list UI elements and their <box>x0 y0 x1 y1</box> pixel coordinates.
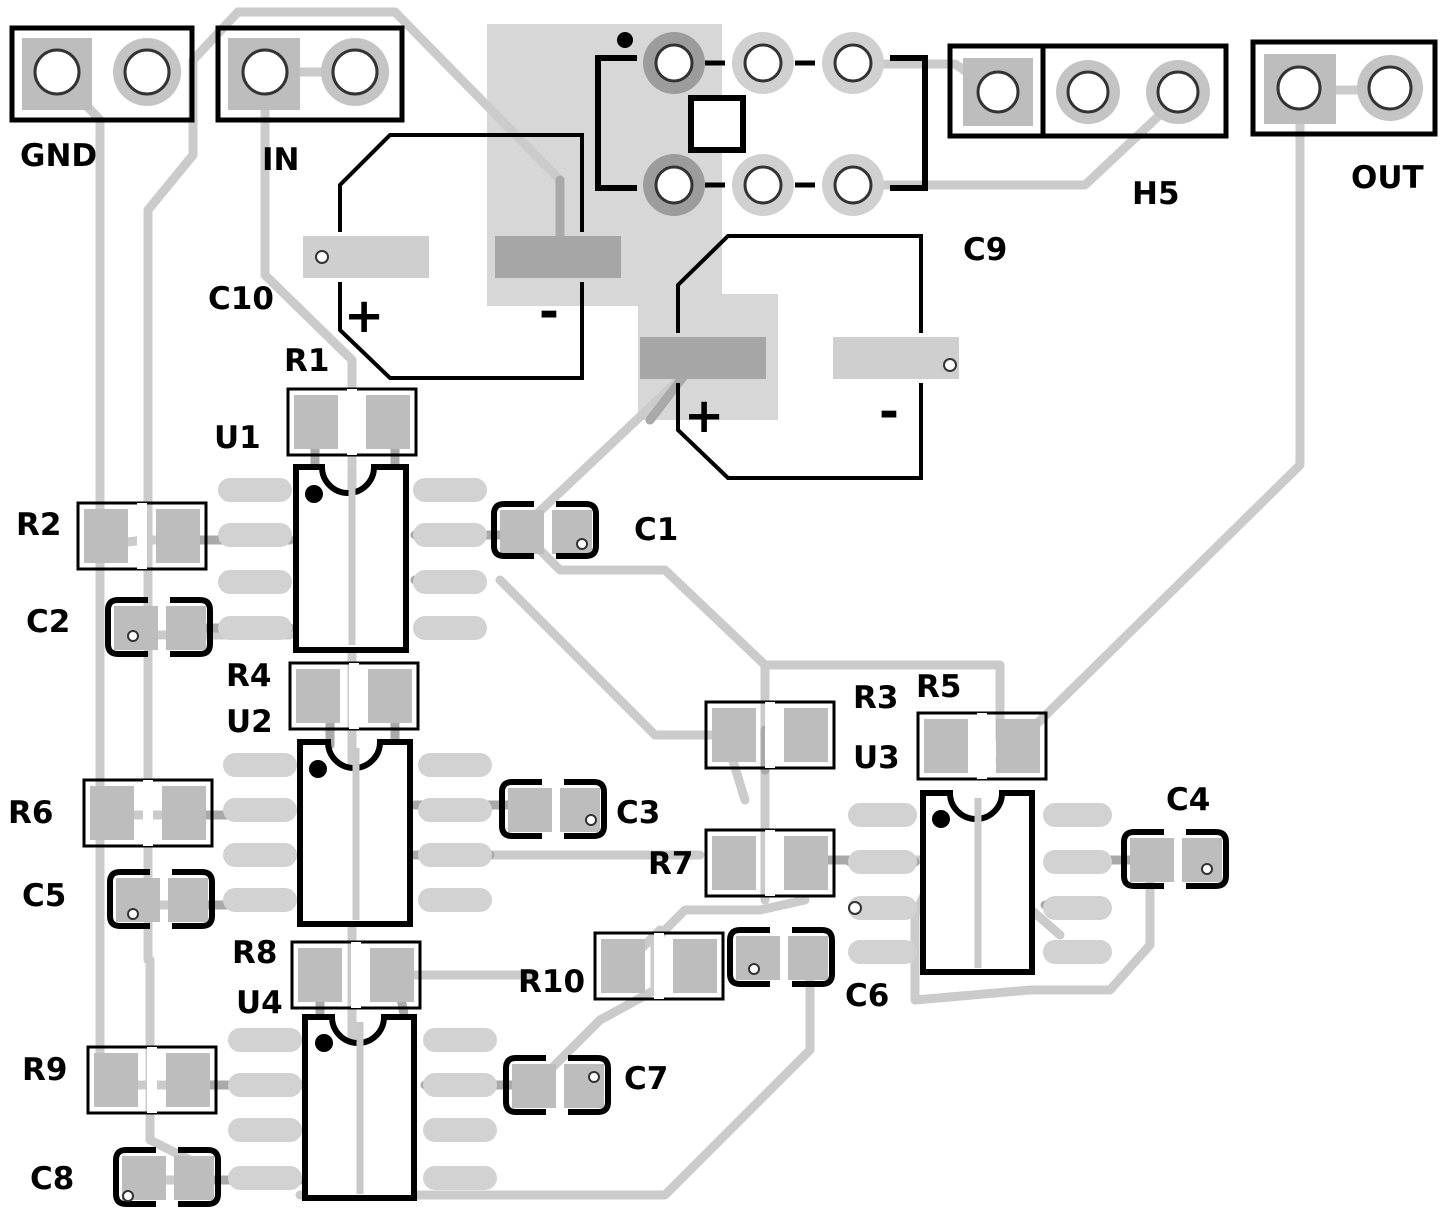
label-u1: U1 <box>214 420 261 456</box>
c10-minus-mark: - <box>539 284 559 340</box>
label-in: IN <box>262 142 299 178</box>
vias <box>848 901 862 915</box>
capacitor-c1 <box>491 501 599 559</box>
resistor-r6 <box>82 778 214 848</box>
label-r9: R9 <box>22 1052 67 1088</box>
capacitor-c8 <box>113 1147 221 1207</box>
label-u2: U2 <box>226 704 273 740</box>
ic-pin1-markers <box>305 485 950 1052</box>
capacitor-c4 <box>1121 829 1229 889</box>
label-c1: C1 <box>634 512 678 548</box>
capacitor-c6 <box>727 927 835 987</box>
label-r3: R3 <box>853 680 898 716</box>
resistor-r3 <box>704 700 836 770</box>
c9-plus-mark: + <box>684 388 724 444</box>
label-r1: R1 <box>284 343 329 379</box>
label-r7: R7 <box>648 846 693 882</box>
resistor-r2 <box>76 501 208 571</box>
label-c9: C9 <box>963 232 1007 268</box>
label-r8: R8 <box>232 935 277 971</box>
silkscreen-labels: GND IN H5 OUT C9 C10 R1 U1 R2 C1 C2 R4 U… <box>8 138 1424 1197</box>
label-c3: C3 <box>616 795 660 831</box>
label-r2: R2 <box>16 507 61 543</box>
label-c10: C10 <box>208 281 274 317</box>
label-c7: C7 <box>624 1061 668 1097</box>
resistor-r1 <box>286 387 418 457</box>
connector-gnd <box>9 25 195 123</box>
resistor-r7 <box>704 828 836 898</box>
label-u4: U4 <box>236 985 283 1021</box>
resistor-r8 <box>290 940 422 1010</box>
label-out: OUT <box>1351 160 1424 196</box>
connector-out <box>1250 39 1438 137</box>
label-c2: C2 <box>26 604 70 640</box>
label-u3: U3 <box>853 740 900 776</box>
resistor-r4 <box>288 661 420 731</box>
label-r5: R5 <box>916 669 961 705</box>
capacitor-c3 <box>499 779 607 839</box>
resistors <box>76 387 1048 1115</box>
label-gnd: GND <box>20 138 97 174</box>
ic-inner-traces <box>348 470 982 1194</box>
ic-pads <box>218 478 1112 1190</box>
label-c8: C8 <box>30 1161 74 1197</box>
resistor-r5 <box>916 711 1048 781</box>
c10-plus-mark: + <box>344 288 384 344</box>
c9-minus-mark: - <box>879 384 899 440</box>
label-c4: C4 <box>1166 782 1210 818</box>
connector-in <box>215 25 405 123</box>
capacitor-c9-body <box>640 234 959 480</box>
power-module <box>595 32 928 216</box>
capacitor-c5 <box>107 869 215 929</box>
label-h5: H5 <box>1132 176 1180 212</box>
connector-h5 <box>947 43 1229 139</box>
capacitor-c7 <box>503 1055 611 1115</box>
resistor-r9 <box>86 1045 218 1115</box>
resistor-r10 <box>593 931 725 1001</box>
capacitor-c2 <box>105 597 213 657</box>
label-r4: R4 <box>226 658 271 694</box>
smd-capacitors <box>105 501 1229 1207</box>
capacitor-c10-body <box>303 133 621 380</box>
label-r10: R10 <box>518 964 585 1000</box>
label-r6: R6 <box>8 795 53 831</box>
label-c5: C5 <box>22 878 66 914</box>
label-c6: C6 <box>845 978 889 1014</box>
